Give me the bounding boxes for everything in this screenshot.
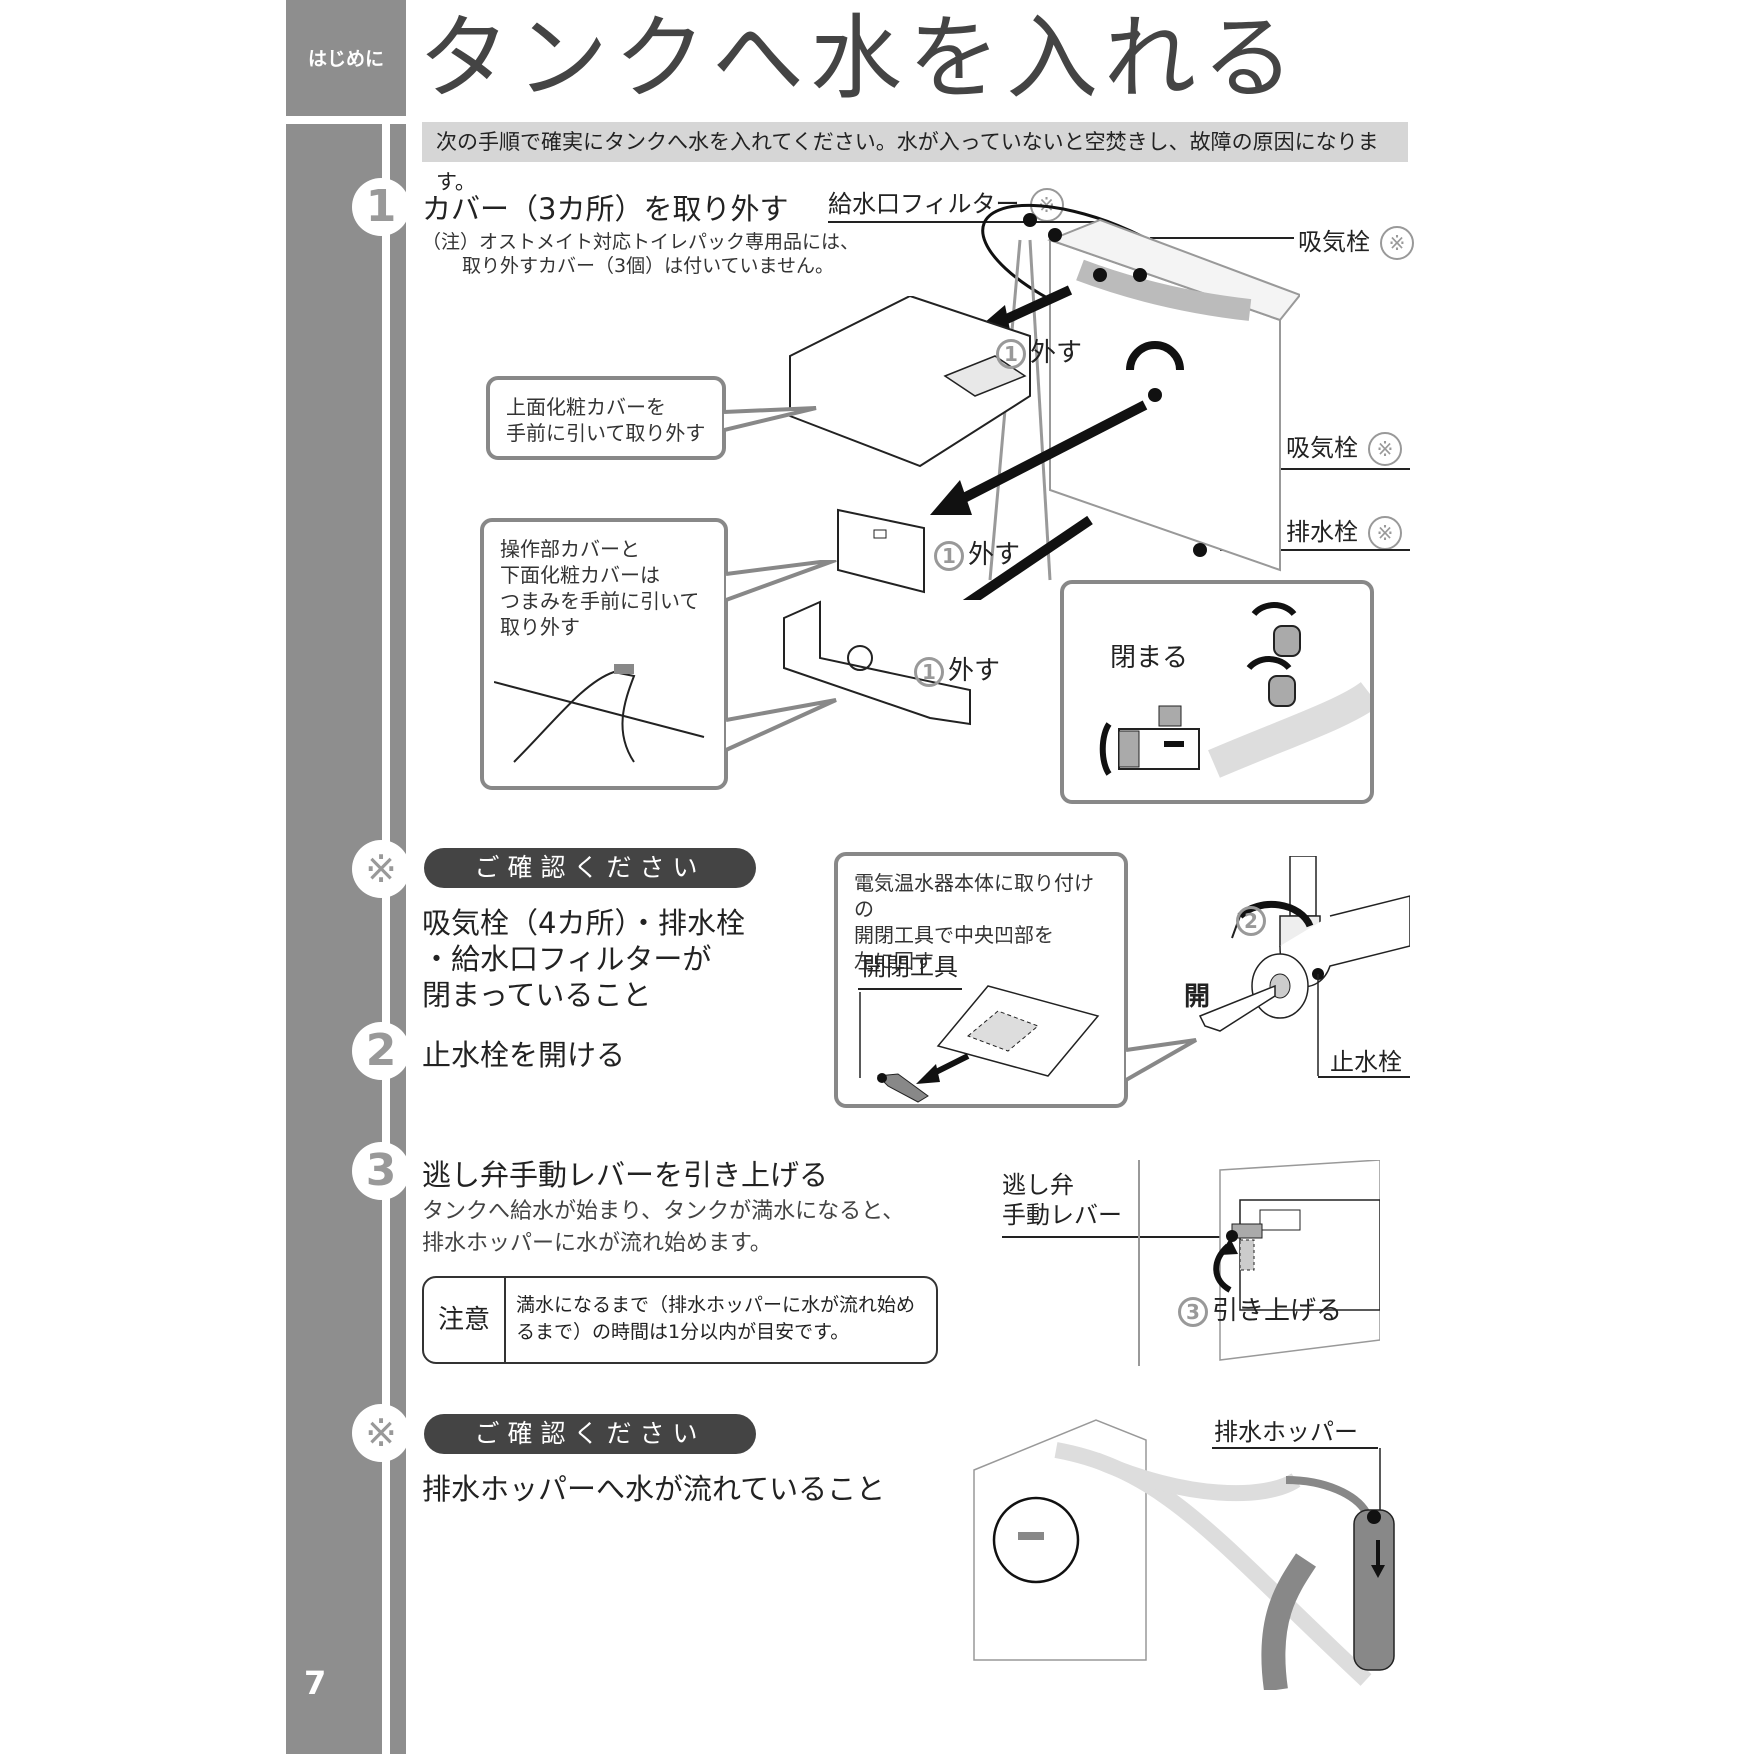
step-1-marker: 1 bbox=[352, 178, 410, 236]
callout-pointer bbox=[724, 406, 817, 432]
step-num-icon: 1 bbox=[934, 540, 964, 571]
label-line: 手動レバー bbox=[1002, 1201, 1122, 1229]
section-label: はじめに bbox=[307, 48, 384, 70]
note-marker: ※ bbox=[352, 1404, 410, 1462]
callout-text: 下面化粧カバーは bbox=[500, 563, 660, 587]
lower-cover-illustration bbox=[783, 600, 971, 726]
step-3-desc: 排水ホッパーに水が流れ始めます。 bbox=[422, 1231, 772, 1256]
callout-pointer bbox=[1126, 1038, 1197, 1082]
hand-pull-illustration bbox=[494, 664, 705, 763]
step-1-note-line2: 取り外すカバー（3個）は付いていません。 bbox=[462, 255, 834, 277]
confirm-pill: ご確認ください bbox=[424, 1414, 756, 1454]
label-drain-valve: 排水栓※ bbox=[1286, 512, 1402, 550]
callout-text: 左に回す bbox=[854, 949, 934, 973]
caution-line: 満水になるまで（排水ホッパーに水が流れ始め bbox=[516, 1294, 916, 1316]
callout-text: 電気温水器本体に取り付けの bbox=[854, 871, 1094, 921]
step-1-title: カバー（3カ所）を取り外す bbox=[422, 192, 789, 226]
step-2-title: 止水栓を開ける bbox=[422, 1038, 626, 1072]
leader-line bbox=[828, 221, 1098, 223]
label-close-3: 閉まる bbox=[1110, 643, 1189, 673]
confirm-line: 排水ホッパーへ水が流れていること bbox=[422, 1472, 886, 1506]
callout-text: 開閉工具で中央凹部を bbox=[854, 923, 1054, 947]
confirm-pill: ご確認ください bbox=[424, 848, 756, 888]
caution-line: るまで）の時間は1分以内が目安です。 bbox=[516, 1320, 850, 1343]
caution-box: 注意 満水になるまで（排水ホッパーに水が流れ始め るまで）の時間は1分以内が目安… bbox=[422, 1276, 938, 1364]
tool-illustration bbox=[859, 985, 1100, 1103]
step-num-icon: 2 bbox=[1236, 906, 1266, 936]
label-supply-filter: 給水口フィルター※ bbox=[828, 184, 1064, 222]
leader-line bbox=[858, 988, 962, 990]
valve-detail-inset: 閉まる bbox=[1060, 580, 1374, 804]
callout-text: つまみを手前に引いて bbox=[500, 589, 700, 613]
callout-text: 操作部カバーと bbox=[500, 537, 640, 561]
callout-open-tool: 電気温水器本体に取り付けの 開閉工具で中央凹部を 左に回す 開閉工具 bbox=[834, 852, 1128, 1108]
stop-valve-label: 止水栓 bbox=[1330, 1048, 1402, 1076]
step-2-indicator: 2 bbox=[1236, 906, 1270, 936]
note-marker: ※ bbox=[352, 840, 410, 898]
relief-lever-illustration bbox=[1213, 1160, 1380, 1361]
caution-text: 満水になるまで（排水ホッパーに水が流れ始め るまで）の時間は1分以内が目安です。 bbox=[516, 1292, 915, 1345]
intro-banner: 次の手順で確実にタンクへ水を入れてください。水が入っていないと空焚きし、故障の原… bbox=[422, 122, 1408, 194]
step-3-desc: タンクへ給水が始まり、タンクが満水になると、 bbox=[422, 1199, 905, 1224]
relief-lever-label: 逃し弁 手動レバー bbox=[1002, 1170, 1122, 1230]
top-cover-illustration bbox=[789, 296, 1031, 468]
step-3-title: 逃し弁手動レバーを引き上げる bbox=[422, 1158, 829, 1192]
tool-label: 開閉工具 bbox=[862, 953, 958, 981]
panel-cover-illustration bbox=[837, 508, 925, 594]
section-tab bbox=[286, 0, 406, 116]
divider bbox=[1138, 1160, 1140, 1366]
step-num-icon: 3 bbox=[1178, 1296, 1208, 1327]
label-line: 逃し弁 bbox=[1002, 1171, 1074, 1199]
step-num-icon: 1 bbox=[996, 338, 1026, 369]
page-title: タンクへ水を入れる bbox=[418, 5, 1301, 112]
page-number: 7 bbox=[304, 1664, 327, 1702]
leader-line bbox=[1212, 1447, 1378, 1449]
side-band-line bbox=[382, 124, 390, 1754]
label-intake-valve-2: 吸気栓※ bbox=[1286, 428, 1402, 466]
callout-text: 手前に引いて取り外す bbox=[506, 421, 706, 445]
leader-line bbox=[1220, 549, 1410, 551]
kome-icon: ※ bbox=[1380, 226, 1414, 260]
step-num-icon: 1 bbox=[914, 656, 944, 687]
leader-line bbox=[1002, 1236, 1230, 1238]
step-3-marker: 3 bbox=[352, 1142, 410, 1200]
confirm-line: 吸気栓（4カ所）・排水栓 bbox=[422, 906, 745, 940]
callout-text: 取り外す bbox=[500, 615, 580, 639]
open-label: 開 bbox=[1184, 982, 1211, 1012]
water-heater-illustration bbox=[930, 203, 1300, 600]
label-intake-valve-1: 吸気栓※ bbox=[1298, 222, 1414, 260]
callout-text: 上面化粧カバーを bbox=[506, 395, 666, 419]
callout-pointer bbox=[726, 560, 837, 752]
leader-line bbox=[1318, 1076, 1410, 1078]
leader-line bbox=[1150, 237, 1294, 239]
step-2-marker: 2 bbox=[352, 1022, 410, 1080]
step-1-note-line1: （注）オストメイト対応トイレパック専用品には、 bbox=[422, 231, 860, 253]
caution-label: 注意 bbox=[424, 1278, 506, 1362]
kome-icon: ※ bbox=[1368, 516, 1402, 550]
confirm-line: 閉まっていること bbox=[422, 978, 652, 1012]
stop-valve-illustration bbox=[1198, 856, 1410, 1076]
callout-top-cover: 上面化粧カバーを 手前に引いて取り外す bbox=[486, 376, 726, 460]
kome-icon: ※ bbox=[1368, 432, 1402, 466]
callout-lower-cover: 操作部カバーと 下面化粧カバーは つまみを手前に引いて 取り外す bbox=[480, 518, 728, 790]
confirm-line: ・給水口フィルターが bbox=[422, 942, 712, 976]
drain-hopper-label: 排水ホッパー bbox=[1214, 1418, 1358, 1446]
drain-hopper-illustration bbox=[973, 1419, 1395, 1690]
valve-closeup-illustration bbox=[1099, 602, 1370, 778]
